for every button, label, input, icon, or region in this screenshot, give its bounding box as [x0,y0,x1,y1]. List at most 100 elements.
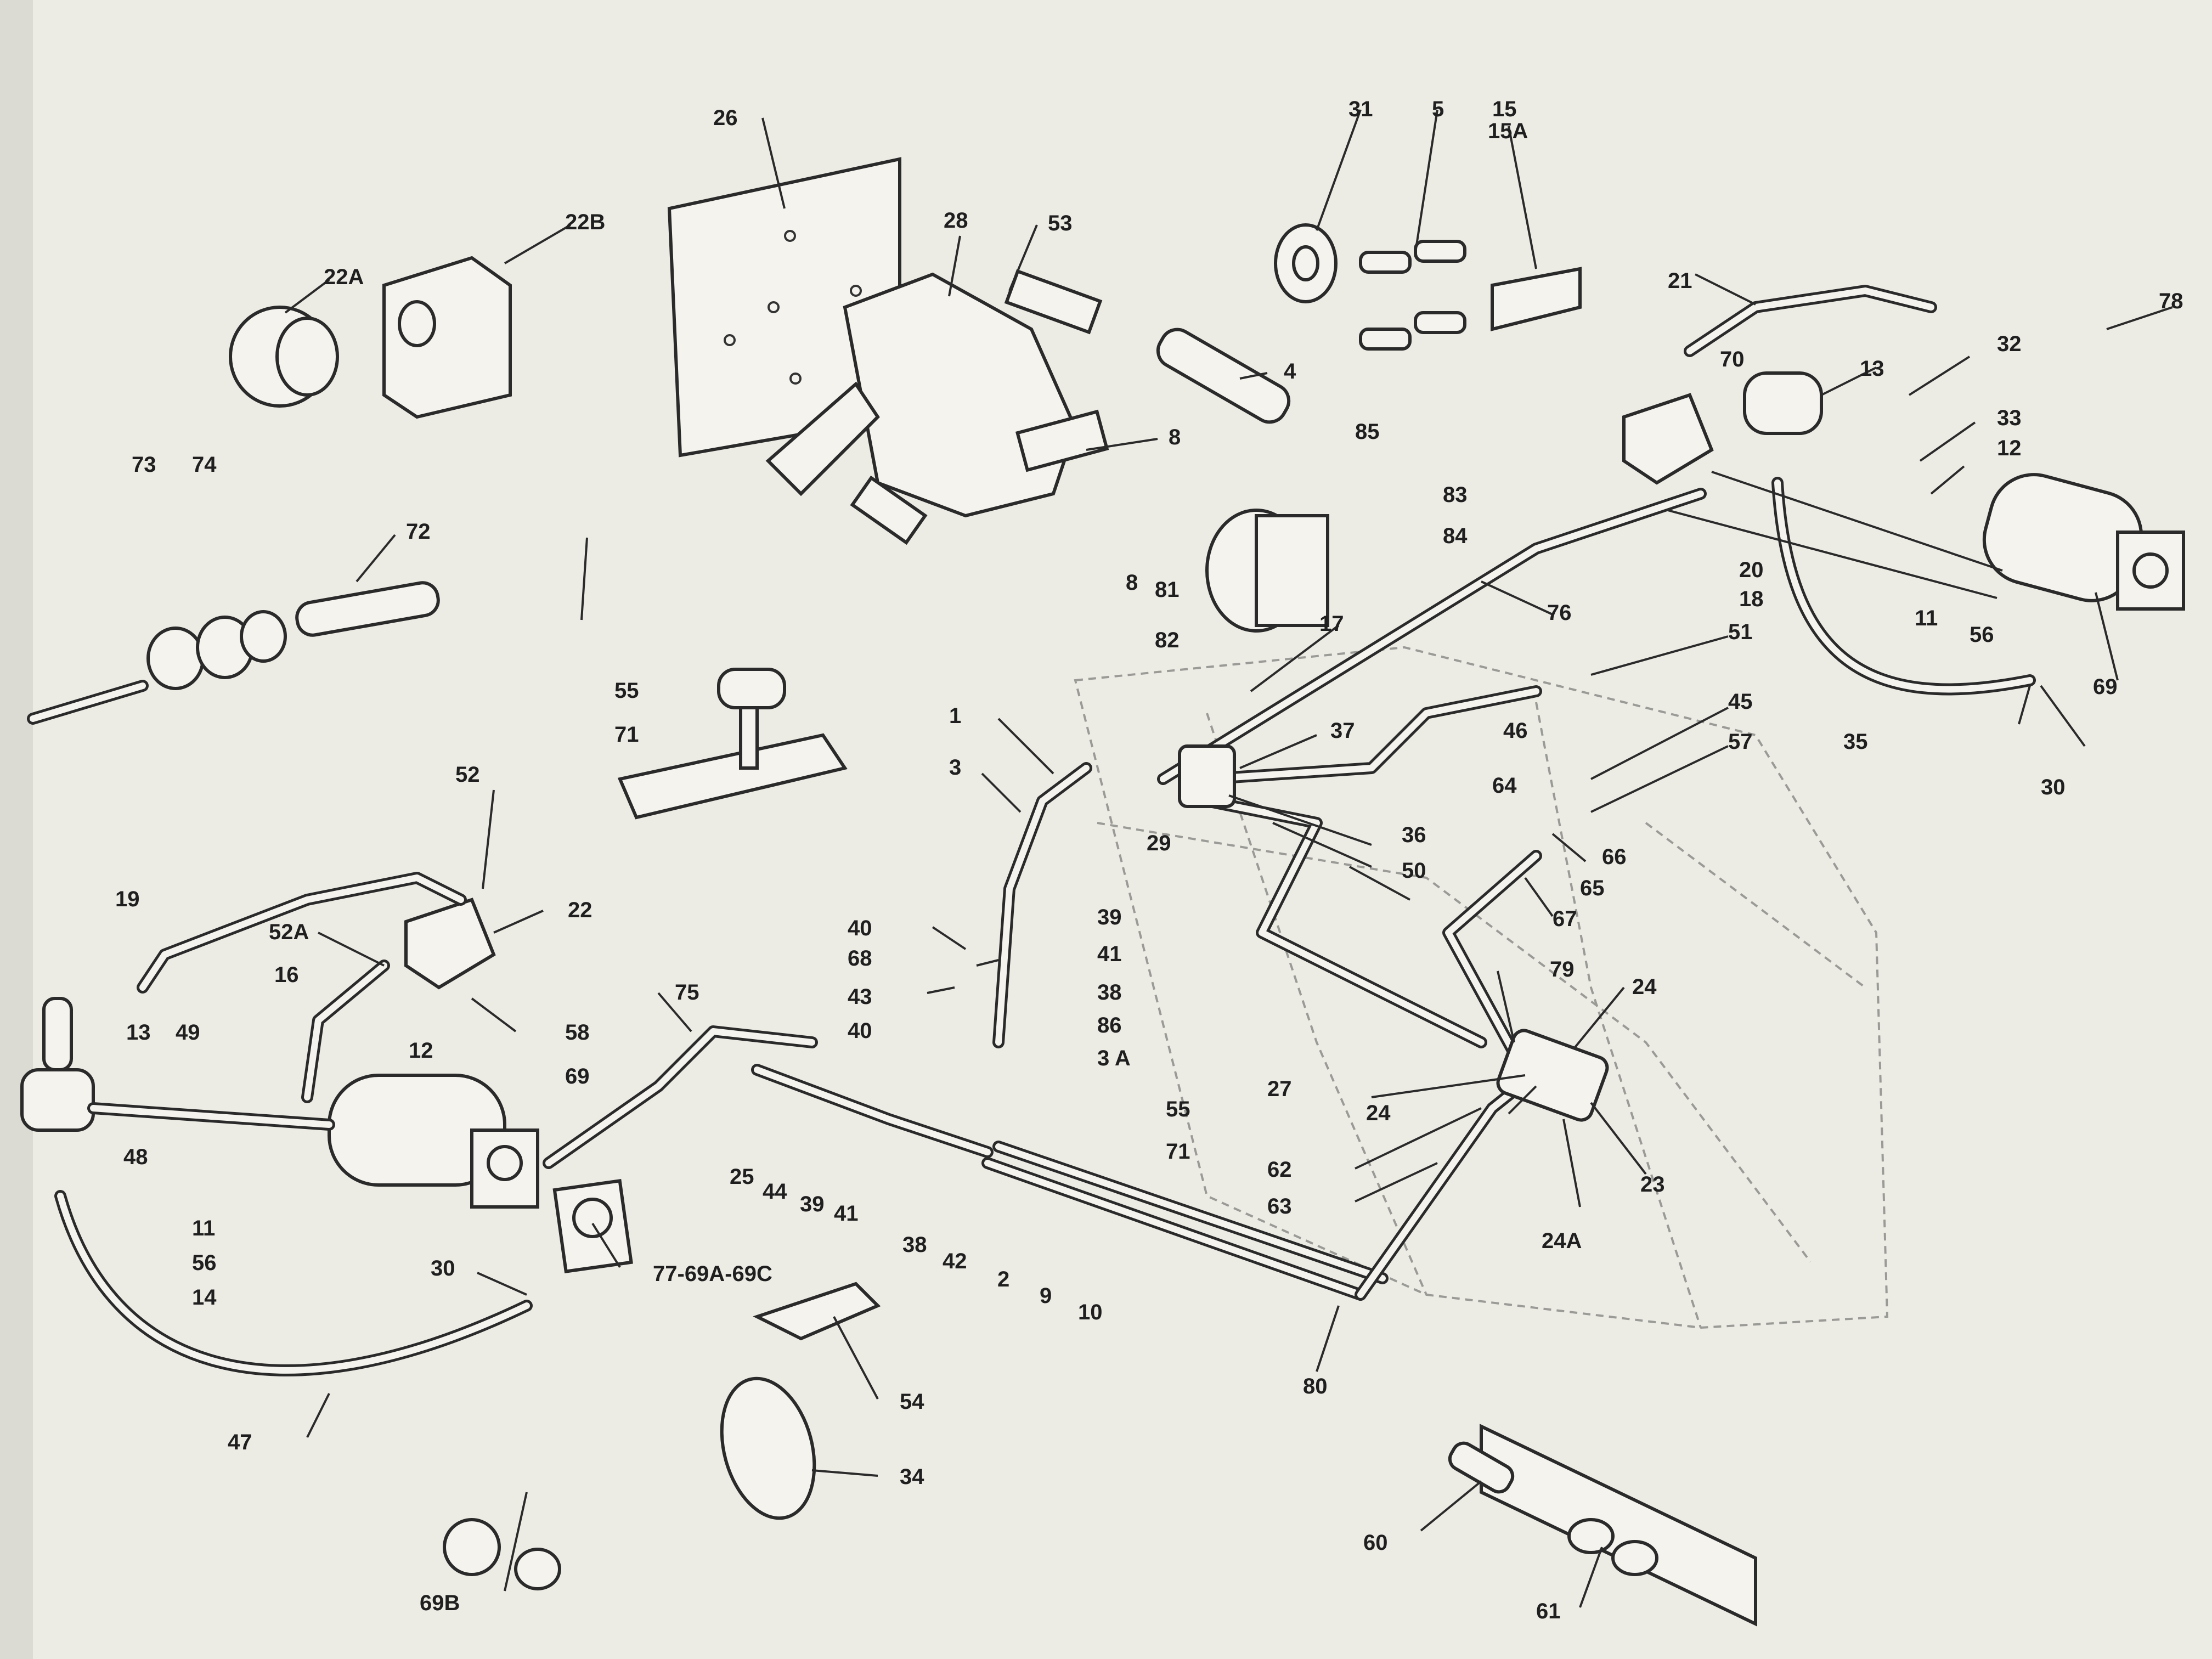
label-17: 17 [1319,612,1344,636]
label-39b: 39 [800,1192,825,1216]
label-69a: 69 [2093,675,2118,699]
label-69b: 69 [565,1064,590,1088]
bracket-22b [382,256,512,419]
label-76: 76 [1547,601,1572,625]
label-49: 49 [176,1020,200,1045]
label-34: 34 [900,1465,924,1489]
label-60: 60 [1363,1531,1388,1555]
label-74: 74 [192,453,217,477]
label-38b: 38 [902,1233,927,1257]
clamp-34 [720,1282,881,1520]
fitting-4 [1156,328,1291,424]
label-23: 23 [1640,1172,1665,1197]
label-22a: 22A [324,265,364,289]
label-52: 52 [455,763,480,787]
label-26: 26 [713,106,738,130]
label-85: 85 [1355,420,1380,444]
valve-13-right [1743,371,1823,435]
label-14: 14 [192,1285,217,1310]
label-18: 18 [1739,587,1764,611]
label-62: 62 [1267,1158,1292,1182]
label-33: 33 [1997,406,2022,430]
label-80: 80 [1303,1374,1328,1398]
label-57: 57 [1728,730,1753,754]
label-25: 25 [730,1165,754,1189]
label-1: 1 [949,704,961,728]
label-8a: 8 [1169,425,1181,449]
plugs-69b [443,1518,561,1590]
background-frame-outline [1074,646,1889,1329]
label-48: 48 [123,1145,148,1169]
label-64: 64 [1492,774,1517,798]
label-83: 83 [1443,483,1468,507]
label-72: 72 [406,520,431,544]
fitting-72 [295,581,440,637]
label-2: 2 [997,1267,1009,1291]
label-81: 81 [1155,578,1180,602]
label-24b: 24 [1366,1101,1391,1125]
filter-81 [1205,509,1329,633]
label-56b: 56 [192,1251,217,1275]
label-58: 58 [565,1020,590,1045]
label-50: 50 [1402,859,1426,883]
label-4: 4 [1284,359,1296,383]
label-31: 31 [1348,97,1373,121]
bushing-22a [229,306,339,408]
label-24c: 24A [1542,1229,1582,1253]
label-46: 46 [1503,719,1528,743]
label-65: 65 [1580,876,1605,900]
label-69c: 69B [420,1591,460,1615]
label-86: 86 [1097,1013,1122,1037]
screws-5 [1359,240,1466,351]
label-36: 36 [1402,823,1426,847]
label-78: 78 [2159,289,2183,313]
label-22: 22 [568,898,592,922]
label-70: 70 [1720,347,1745,371]
panel-60-61 [1448,1424,1757,1627]
leader-lines [284,109,2173,1608]
label-53: 53 [1048,211,1073,235]
label-28: 28 [944,208,968,233]
label-11b: 11 [192,1216,215,1240]
valve-13-left [20,997,95,1132]
label-82: 82 [1155,628,1180,652]
label-35: 35 [1843,730,1868,754]
label-5: 5 [1432,97,1444,121]
label-16: 16 [274,963,299,987]
label-24a: 24 [1632,975,1657,999]
label-3a: 3 A [1097,1046,1131,1070]
label-29: 29 [1147,831,1171,855]
page-edge [0,0,33,1659]
washers-73-74 [146,610,287,690]
filter-69-left [328,1074,539,1209]
label-55b: 55 [1166,1097,1190,1121]
label-40a: 40 [848,916,872,940]
label-43: 43 [848,985,872,1009]
label-22b: 22B [565,210,605,234]
label-51: 51 [1728,620,1753,644]
label-45: 45 [1728,690,1753,714]
washer-31 [1274,223,1338,303]
label-68: 68 [848,946,872,970]
mount-bracket [617,668,848,820]
label-19: 19 [115,887,140,911]
label-30a: 30 [2041,775,2066,799]
part-number-labels: 26 28 53 31 5 15 15A 22B 22A 4 8 85 83 8… [115,97,2183,1623]
label-12a: 12 [1997,436,2022,460]
label-13b: 13 [126,1020,151,1045]
label-56a: 56 [1970,623,1994,647]
label-75: 75 [675,980,699,1005]
label-77: 77-69A-69C [653,1262,772,1286]
label-52a: 52A [269,920,309,944]
label-20: 20 [1739,558,1764,582]
label-32: 32 [1997,332,2022,356]
label-9: 9 [1040,1284,1052,1308]
label-73: 73 [132,453,156,477]
valve-body [765,269,1109,545]
label-47: 47 [228,1430,252,1454]
label-71a: 71 [614,723,639,747]
label-15a: 15A [1488,119,1528,143]
label-10: 10 [1078,1300,1103,1324]
